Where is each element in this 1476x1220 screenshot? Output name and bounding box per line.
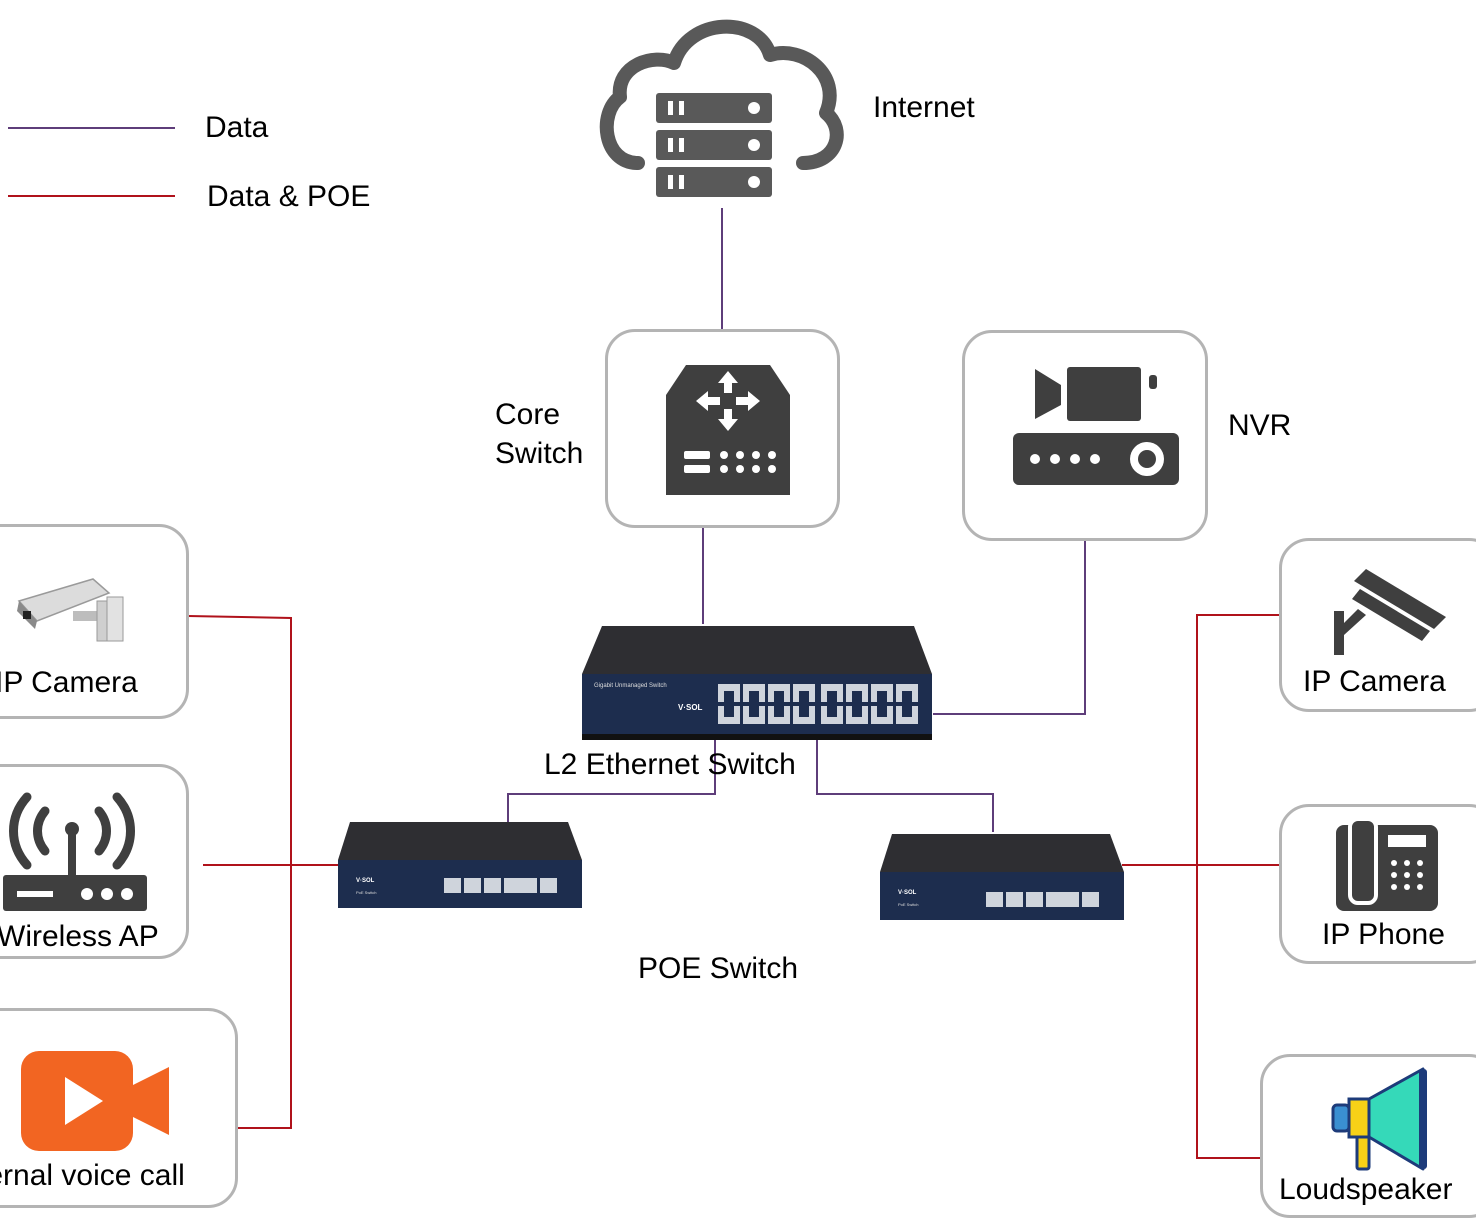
wireless-ap-node: Wireless AP	[0, 764, 189, 959]
l2-switch-brand: V·SOL	[678, 703, 703, 712]
core-switch-label-line2: Switch	[495, 437, 584, 470]
wireless-ap-label: Wireless AP	[0, 920, 159, 953]
loudspeaker-label: Loudspeaker	[1279, 1173, 1453, 1206]
left-poe-brand: V·SOL	[356, 878, 375, 884]
internet-label: Internet	[873, 91, 975, 124]
right-poe-brand: V·SOL	[898, 890, 917, 896]
left-poe-model: PoE Switch	[356, 890, 376, 895]
l2-switch-title: Gigabit Unmanaged Switch	[594, 683, 667, 689]
l2-ethernet-switch-device: Gigabit Unmanaged Switch V·SOL	[582, 626, 932, 740]
left-poe-switch-device: V·SOL PoE Switch	[338, 822, 582, 908]
router-switch-icon	[666, 365, 790, 495]
voice-call-label: External voice call	[0, 1159, 185, 1192]
ip-phone-node: IP Phone	[1279, 804, 1476, 964]
legend-data-poe-label: Data & POE	[207, 180, 371, 213]
desk-phone-icon	[1336, 817, 1438, 911]
video-call-icon	[21, 1051, 169, 1151]
nvr-node	[962, 330, 1208, 541]
l2-to-right-poe-line	[816, 740, 994, 832]
right-ip-camera-label: IP Camera	[1303, 665, 1446, 698]
l2-to-left-poe-line	[507, 740, 716, 822]
cctv-camera-icon	[17, 578, 124, 642]
right-poe-model: PoE Switch	[898, 902, 918, 907]
right-bus-line	[1196, 614, 1280, 1159]
wifi-router-icon	[3, 792, 147, 911]
legend-data-label: Data	[205, 111, 269, 144]
nvr-label: NVR	[1228, 409, 1292, 442]
left-camera-line	[187, 615, 292, 1129]
core-switch-label-line1: Core	[495, 398, 561, 431]
voice-call-node: External voice call	[0, 1008, 238, 1208]
megaphone-icon	[1331, 1067, 1427, 1171]
core-switch-node	[605, 329, 840, 528]
right-ip-camera-node: IP Camera	[1279, 538, 1476, 712]
poe-switch-label: POE Switch	[638, 952, 799, 985]
nvr-recorder-icon	[1013, 367, 1179, 485]
nvr-to-l2-line	[933, 540, 1086, 715]
loudspeaker-node: Loudspeaker	[1260, 1054, 1476, 1218]
cctv-camera-icon	[1334, 569, 1446, 655]
left-ip-camera-label: IP Camera	[0, 666, 138, 699]
l2-switch-label: L2 Ethernet Switch	[544, 748, 796, 781]
left-ip-camera-node: IP Camera	[0, 524, 189, 719]
cloud-server-icon	[599, 19, 844, 197]
ip-phone-label: IP Phone	[1322, 918, 1445, 951]
right-poe-switch-device: V·SOL PoE Switch	[880, 834, 1124, 920]
